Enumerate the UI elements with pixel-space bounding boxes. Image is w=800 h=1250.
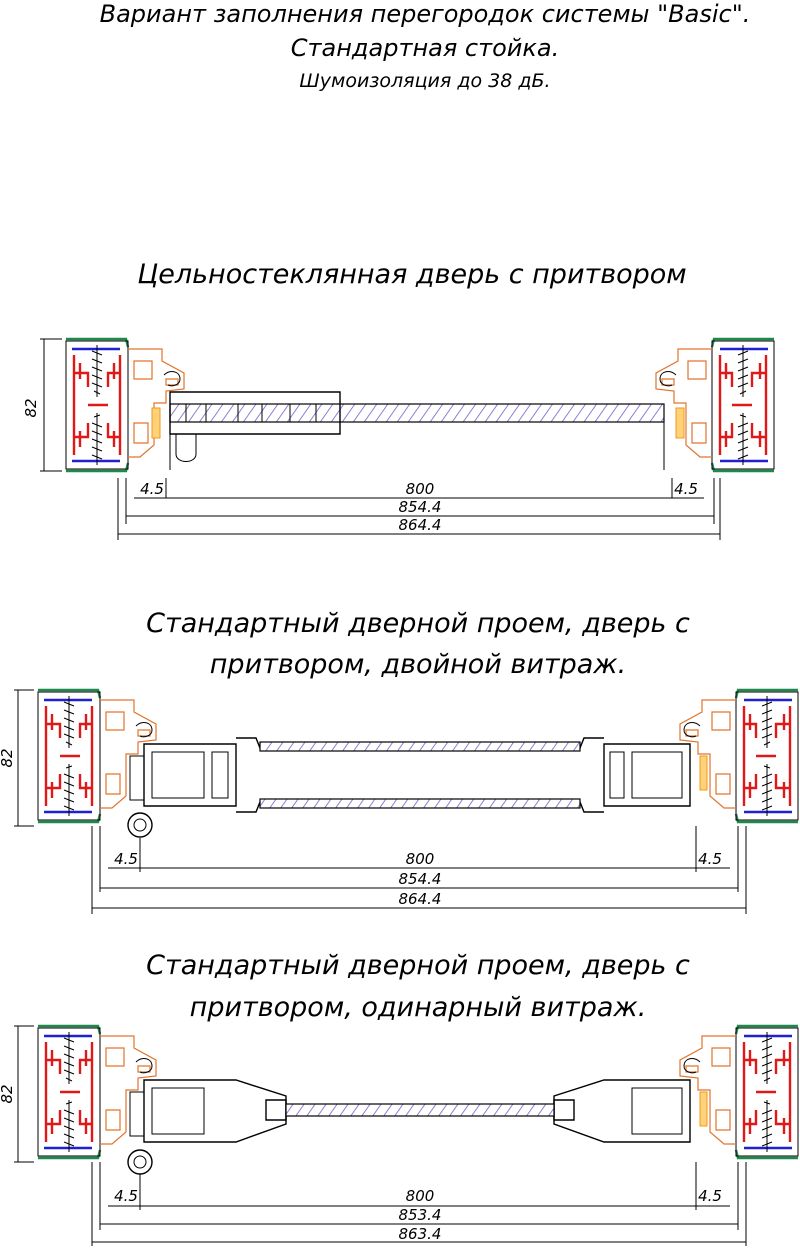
section-1-gap-right: 4.5: [674, 480, 698, 498]
section-2: Стандартный дверной проем, дверь с притв…: [0, 608, 800, 914]
header-note: Шумоизоляция до 38 дБ.: [299, 70, 550, 92]
section-3-gap-right: 4.5: [698, 1187, 722, 1205]
section-2-door-leaf: [127, 737, 708, 838]
section-2-title-line2: притвором, двойной витраж.: [210, 649, 626, 680]
section-1-dim-mid: 854.4: [399, 498, 442, 516]
section-3-gap-left: 4.5: [114, 1187, 138, 1205]
header-title: Вариант заполнения перегородок системы "…: [100, 0, 751, 28]
section-2-gap-left: 4.5: [114, 850, 138, 868]
section-2-gap-right: 4.5: [698, 850, 722, 868]
section-3-title-line2: притвором, одинарный витраж.: [190, 992, 647, 1023]
header-subtitle: Стандартная стойка.: [291, 34, 559, 62]
section-2-right-post: [678, 688, 800, 824]
section-1: Цельностеклянная дверь с притвором 82 4.…: [22, 259, 776, 540]
section-1-dim-inner: 800: [406, 480, 435, 498]
section-3-dim-mid: 853.4: [399, 1206, 442, 1224]
section-2-dim-inner: 800: [406, 850, 435, 868]
section-1-title: Цельностеклянная дверь с притвором: [137, 259, 686, 290]
section-3-dim-outer: 863.4: [399, 1225, 442, 1243]
section-2-title-line1: Стандартный дверной проем, дверь с: [146, 608, 690, 639]
section-3-door-leaf: [127, 1079, 708, 1175]
section-1-dim-outer: 864.4: [399, 516, 442, 534]
section-2-height-label: 82: [0, 748, 16, 767]
section-3: Стандартный дверной проем, дверь с притв…: [0, 950, 800, 1246]
section-1-door-glass: [151, 391, 685, 470]
section-3-height-label: 82: [0, 1084, 16, 1103]
section-1-height-label: 82: [22, 398, 40, 417]
section-3-right-post: [678, 1024, 800, 1160]
section-1-gap-left: 4.5: [140, 480, 164, 498]
section-2-dim-mid: 854.4: [399, 870, 442, 888]
section-1-right-post: [654, 337, 776, 473]
section-3-dim-inner: 800: [406, 1187, 435, 1205]
section-2-dim-outer: 864.4: [399, 890, 442, 908]
section-1-left-post: [64, 337, 186, 473]
section-3-title-line1: Стандартный дверной проем, дверь с: [146, 950, 690, 981]
